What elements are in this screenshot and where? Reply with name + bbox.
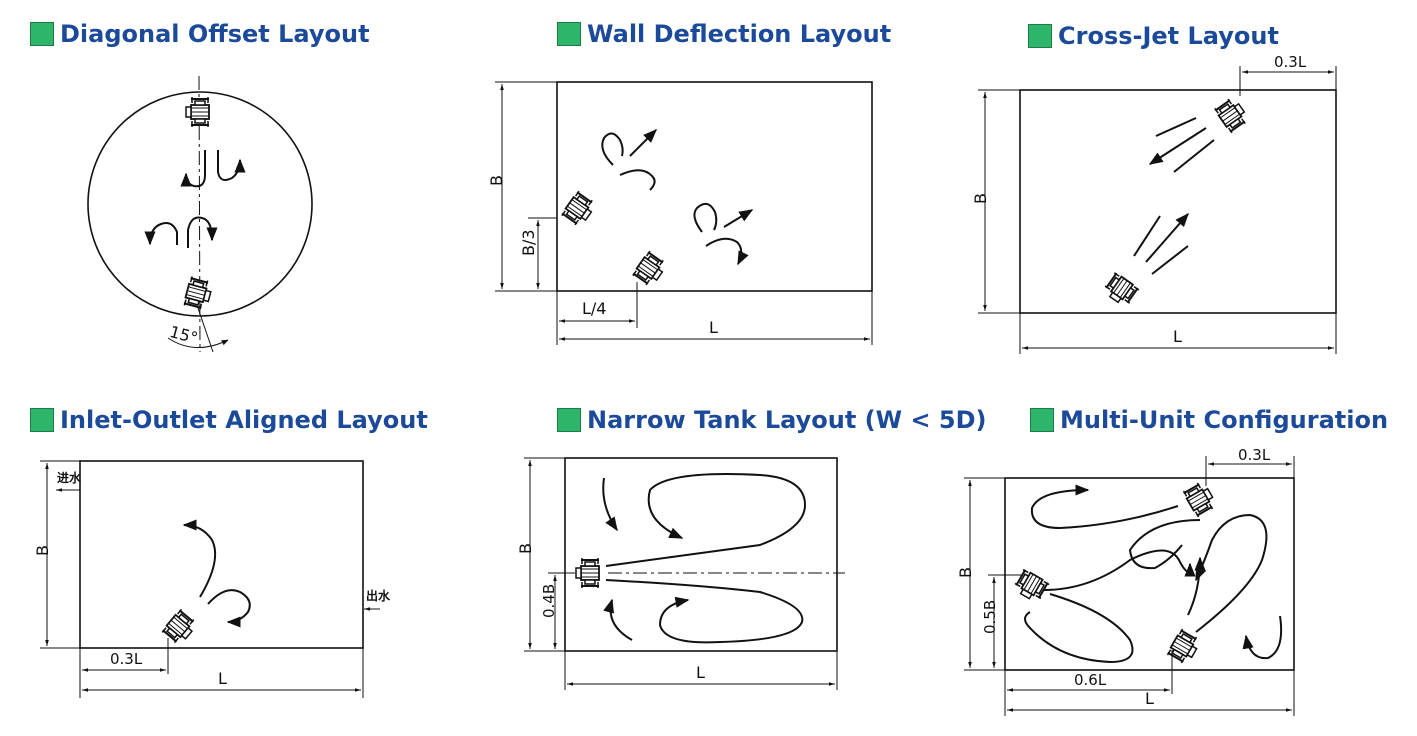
dim-label-b: B (956, 567, 975, 578)
flow-arrow (605, 579, 804, 644)
dim-label-l: L (1145, 689, 1154, 708)
title-marker-icon (557, 408, 581, 432)
tank-outline (1004, 477, 1295, 671)
centerline (198, 75, 201, 353)
flow-arrow (1187, 556, 1206, 616)
flow-arrow (1145, 212, 1189, 263)
dim-label-l: L (1173, 327, 1182, 346)
panel-title-cross-jet: Cross-Jet Layout (1028, 22, 1279, 50)
title-marker-icon (1028, 24, 1052, 48)
mixer-icon (160, 607, 200, 648)
angle-line (197, 307, 214, 353)
flow-arrow (723, 209, 754, 228)
flow-arrow (629, 129, 657, 157)
outlet-label: 出水 (366, 588, 391, 603)
dim-label-l: L (696, 663, 705, 682)
flow-arrow (603, 598, 633, 641)
flow-arrow (1043, 549, 1196, 591)
title-marker-icon (557, 22, 581, 46)
diagram-cross-jet: 0.3L B L (971, 53, 1337, 354)
title-text: Wall Deflection Layout (587, 20, 892, 48)
flow-arrow (144, 222, 178, 246)
tank-outline (556, 81, 873, 292)
tank-outline (87, 91, 313, 317)
flow-arrow (705, 237, 749, 266)
dim-label-b: B (971, 193, 990, 204)
mixer-icon (560, 189, 599, 230)
dim-label-04b: 0.4B (540, 584, 558, 618)
flow-arrow (180, 150, 206, 188)
dim-label-b: B (516, 543, 535, 554)
flow-arrow (1195, 513, 1268, 633)
tank-outline (564, 457, 838, 652)
flow-arrow (602, 477, 618, 532)
dim-label-b: B (487, 175, 506, 186)
diagram-inlet-outlet: B 进水 出水 0.3L L (33, 460, 391, 698)
mixer-icon (1213, 94, 1252, 135)
flow-arrow (1242, 615, 1283, 660)
dim-label-b: B (33, 545, 52, 556)
diagram-diagonal-offset: 15° (87, 75, 313, 353)
mixer-icon (1100, 271, 1141, 310)
tank-outline (79, 460, 364, 649)
inlet-label: 进水 (57, 470, 82, 485)
title-marker-icon (30, 408, 54, 432)
title-marker-icon (30, 22, 54, 46)
title-text: Cross-Jet Layout (1058, 22, 1279, 50)
title-text: Diagonal Offset Layout (60, 20, 370, 48)
dim-label-l: L (709, 318, 718, 337)
mixer-icon (575, 557, 600, 589)
panel-title-wall-deflection: Wall Deflection Layout (557, 20, 891, 48)
dim-label-b3: B/3 (519, 229, 538, 256)
mixer-icon (182, 275, 215, 313)
title-marker-icon (1030, 408, 1054, 432)
flow-arrow (605, 473, 807, 567)
dim-label-03l: 0.3L (1274, 53, 1307, 71)
mixer-icon (1181, 479, 1219, 519)
flow-arrow (1148, 127, 1207, 165)
flow-arrow (207, 589, 251, 628)
title-text: Inlet-Outlet Aligned Layout (60, 406, 428, 434)
mixer-icon (1011, 567, 1051, 605)
tank-outline (1019, 89, 1337, 314)
dim-label-05b: 0.5B (981, 600, 999, 634)
title-text: Narrow Tank Layout (W < 5D) (587, 406, 987, 434)
dim-label-03l: 0.3L (1238, 446, 1271, 464)
mixer-icon (185, 96, 210, 128)
dim-label-03l: 0.3L (110, 650, 143, 668)
flow-arrow (217, 150, 246, 181)
diagram-multi-unit: 0.3L B 0.5B 0.6L L (956, 446, 1295, 716)
title-text: Multi-Unit Configuration (1060, 406, 1389, 434)
panel-title-diagonal-offset: Diagonal Offset Layout (30, 20, 370, 48)
flow-arrow (187, 216, 218, 248)
flow-arrow (1030, 484, 1179, 530)
panel-title-narrow-tank: Narrow Tank Layout (W < 5D) (557, 406, 987, 434)
diagram-wall-deflection: B B/3 L/4 L (487, 81, 873, 345)
flow-arrow (182, 519, 216, 598)
dim-label-l4: L/4 (582, 299, 606, 318)
dim-label-l: L (218, 669, 227, 688)
dim-label-06l: 0.6L (1074, 671, 1107, 689)
diagram-narrow-tank: B 0.4B L (516, 457, 845, 690)
panel-title-multi-unit: Multi-Unit Configuration (1030, 406, 1388, 434)
angle-label: 15° (168, 322, 200, 348)
angle-arc (167, 337, 229, 349)
panel-title-inlet-outlet: Inlet-Outlet Aligned Layout (30, 406, 428, 434)
